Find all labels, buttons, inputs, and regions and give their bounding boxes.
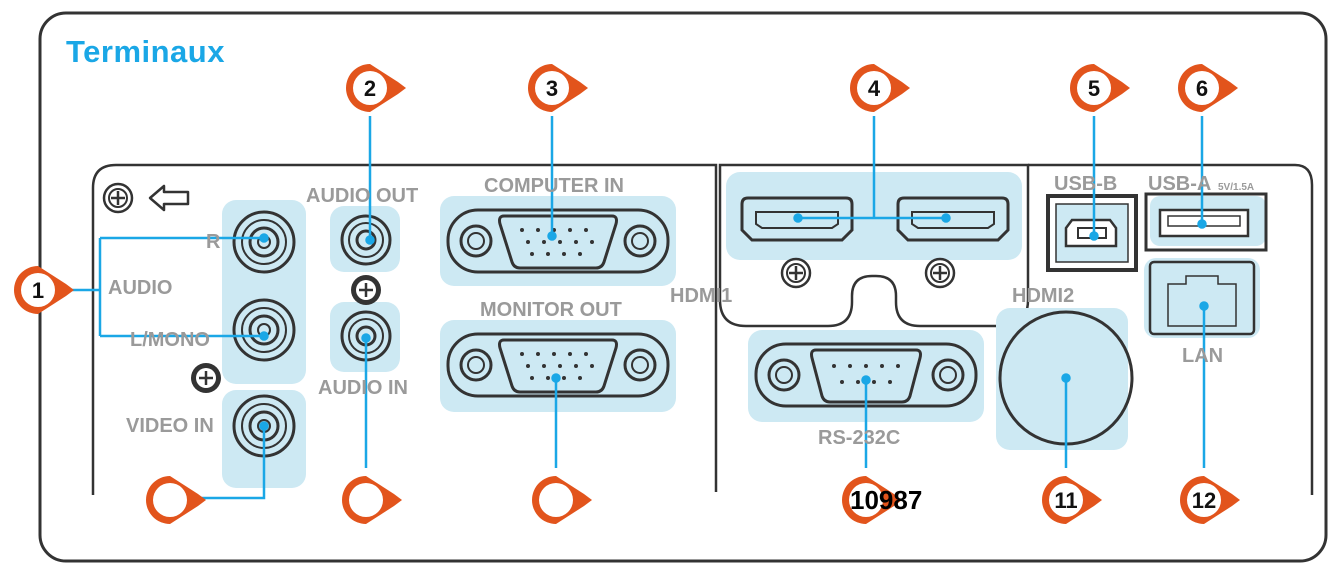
callout-2: 2 xyxy=(346,64,406,112)
callout-number: 12 xyxy=(1192,488,1216,513)
callout-inner xyxy=(849,483,883,517)
hdmi2-port xyxy=(896,196,1010,242)
callout-blank-7 xyxy=(342,476,402,524)
callout-6: 6 xyxy=(1178,64,1238,112)
callout-inner xyxy=(349,483,383,517)
leader-dot-11 xyxy=(1061,373,1071,383)
leader-dot-monitor xyxy=(551,373,561,383)
screw-icon xyxy=(191,363,221,393)
callout-inner xyxy=(21,273,55,307)
label-audio-out: AUDIO OUT xyxy=(306,185,418,207)
callout-blank-6 xyxy=(146,476,206,524)
leader-video xyxy=(190,426,266,500)
leader-dot-audio-in xyxy=(361,333,371,343)
label-computer-in: COMPUTER IN xyxy=(484,175,624,197)
inner-panel-outline-right xyxy=(1028,163,1314,495)
callout-number: 1 xyxy=(32,278,44,303)
leader-dot-1a xyxy=(259,233,269,243)
vga-pins-computer-in xyxy=(520,228,594,256)
callout-number: 6 xyxy=(1196,76,1208,101)
leader-dot-6 xyxy=(1197,219,1207,229)
callout-11: 11 xyxy=(1042,476,1102,524)
label-usb-a: USB-A xyxy=(1148,173,1211,195)
label-audio: AUDIO xyxy=(108,277,172,299)
vga-pins-monitor-out xyxy=(520,352,594,380)
label-hdmi1: HDMI1 xyxy=(670,285,732,307)
callout-number: 4 xyxy=(868,76,881,101)
leader-dot-rs232c xyxy=(861,375,871,385)
callout-inner xyxy=(1077,71,1111,105)
label-rs232c: RS-232C xyxy=(818,427,900,449)
callout-inner xyxy=(1049,483,1083,517)
label-l-mono: L/MONO xyxy=(130,329,210,351)
mini-jack-audio-out xyxy=(340,214,392,266)
rs232c-pins xyxy=(832,364,900,384)
callout-12: 12 xyxy=(1180,476,1240,524)
vga-connector-monitor-out xyxy=(446,332,670,398)
leader-4 xyxy=(798,116,946,220)
callout-inner xyxy=(353,71,387,105)
stray-number-label: 10987 xyxy=(850,485,922,515)
callout-blank-9 xyxy=(842,476,902,524)
callout-number: 11 xyxy=(1054,488,1077,513)
leader-dot-3 xyxy=(547,231,557,241)
label-usb-b: USB-B xyxy=(1054,173,1117,195)
callout-inner xyxy=(153,483,187,517)
page-title: Terminaux xyxy=(66,34,225,69)
callout-number: 2 xyxy=(364,76,376,101)
label-video-in: VIDEO IN xyxy=(126,415,214,437)
callout-5: 5 xyxy=(1070,64,1130,112)
callout-inner xyxy=(539,483,573,517)
leader-dot-12 xyxy=(1199,301,1209,311)
rca-jack-audio-l-mono xyxy=(232,298,296,362)
label-r: R xyxy=(206,231,221,253)
hdmi1-port xyxy=(740,196,854,242)
label-hdmi2: HDMI2 xyxy=(1012,285,1074,307)
label-usb-a-rating: 5V/1.5A xyxy=(1218,182,1254,193)
leader-dot-4b xyxy=(941,213,951,223)
leader-dot-video xyxy=(259,421,269,431)
callout-inner xyxy=(1187,483,1221,517)
leader-1 xyxy=(60,236,264,338)
label-monitor-out: MONITOR OUT xyxy=(480,299,622,321)
screw-icon xyxy=(924,257,956,289)
callout-number: 3 xyxy=(546,76,558,101)
screw-icon xyxy=(351,275,381,305)
leader-dot-5 xyxy=(1089,231,1099,241)
callout-inner xyxy=(535,71,569,105)
label-audio-in: AUDIO IN xyxy=(318,377,408,399)
callout-4: 4 xyxy=(850,64,910,112)
inner-panel-outline xyxy=(91,163,718,495)
arrow-left-icon xyxy=(148,184,190,212)
screw-icon xyxy=(780,257,812,289)
callout-inner xyxy=(857,71,891,105)
leader-dot-4a xyxy=(793,213,803,223)
callout-1: 1 xyxy=(14,266,74,314)
leader-dot-1b xyxy=(259,331,269,341)
callout-blank-8 xyxy=(532,476,592,524)
label-lan: LAN xyxy=(1182,345,1223,367)
vga-connector-computer-in xyxy=(446,208,670,274)
screw-icon xyxy=(102,182,134,214)
callout-inner xyxy=(1185,71,1219,105)
rca-jack-audio-r xyxy=(232,210,296,274)
callout-3: 3 xyxy=(528,64,588,112)
leader-lines xyxy=(60,116,1209,500)
lan-port xyxy=(1148,260,1256,336)
highlight-lan xyxy=(1144,258,1260,338)
leader-dot-2 xyxy=(365,235,375,245)
callout-number: 5 xyxy=(1088,76,1100,101)
